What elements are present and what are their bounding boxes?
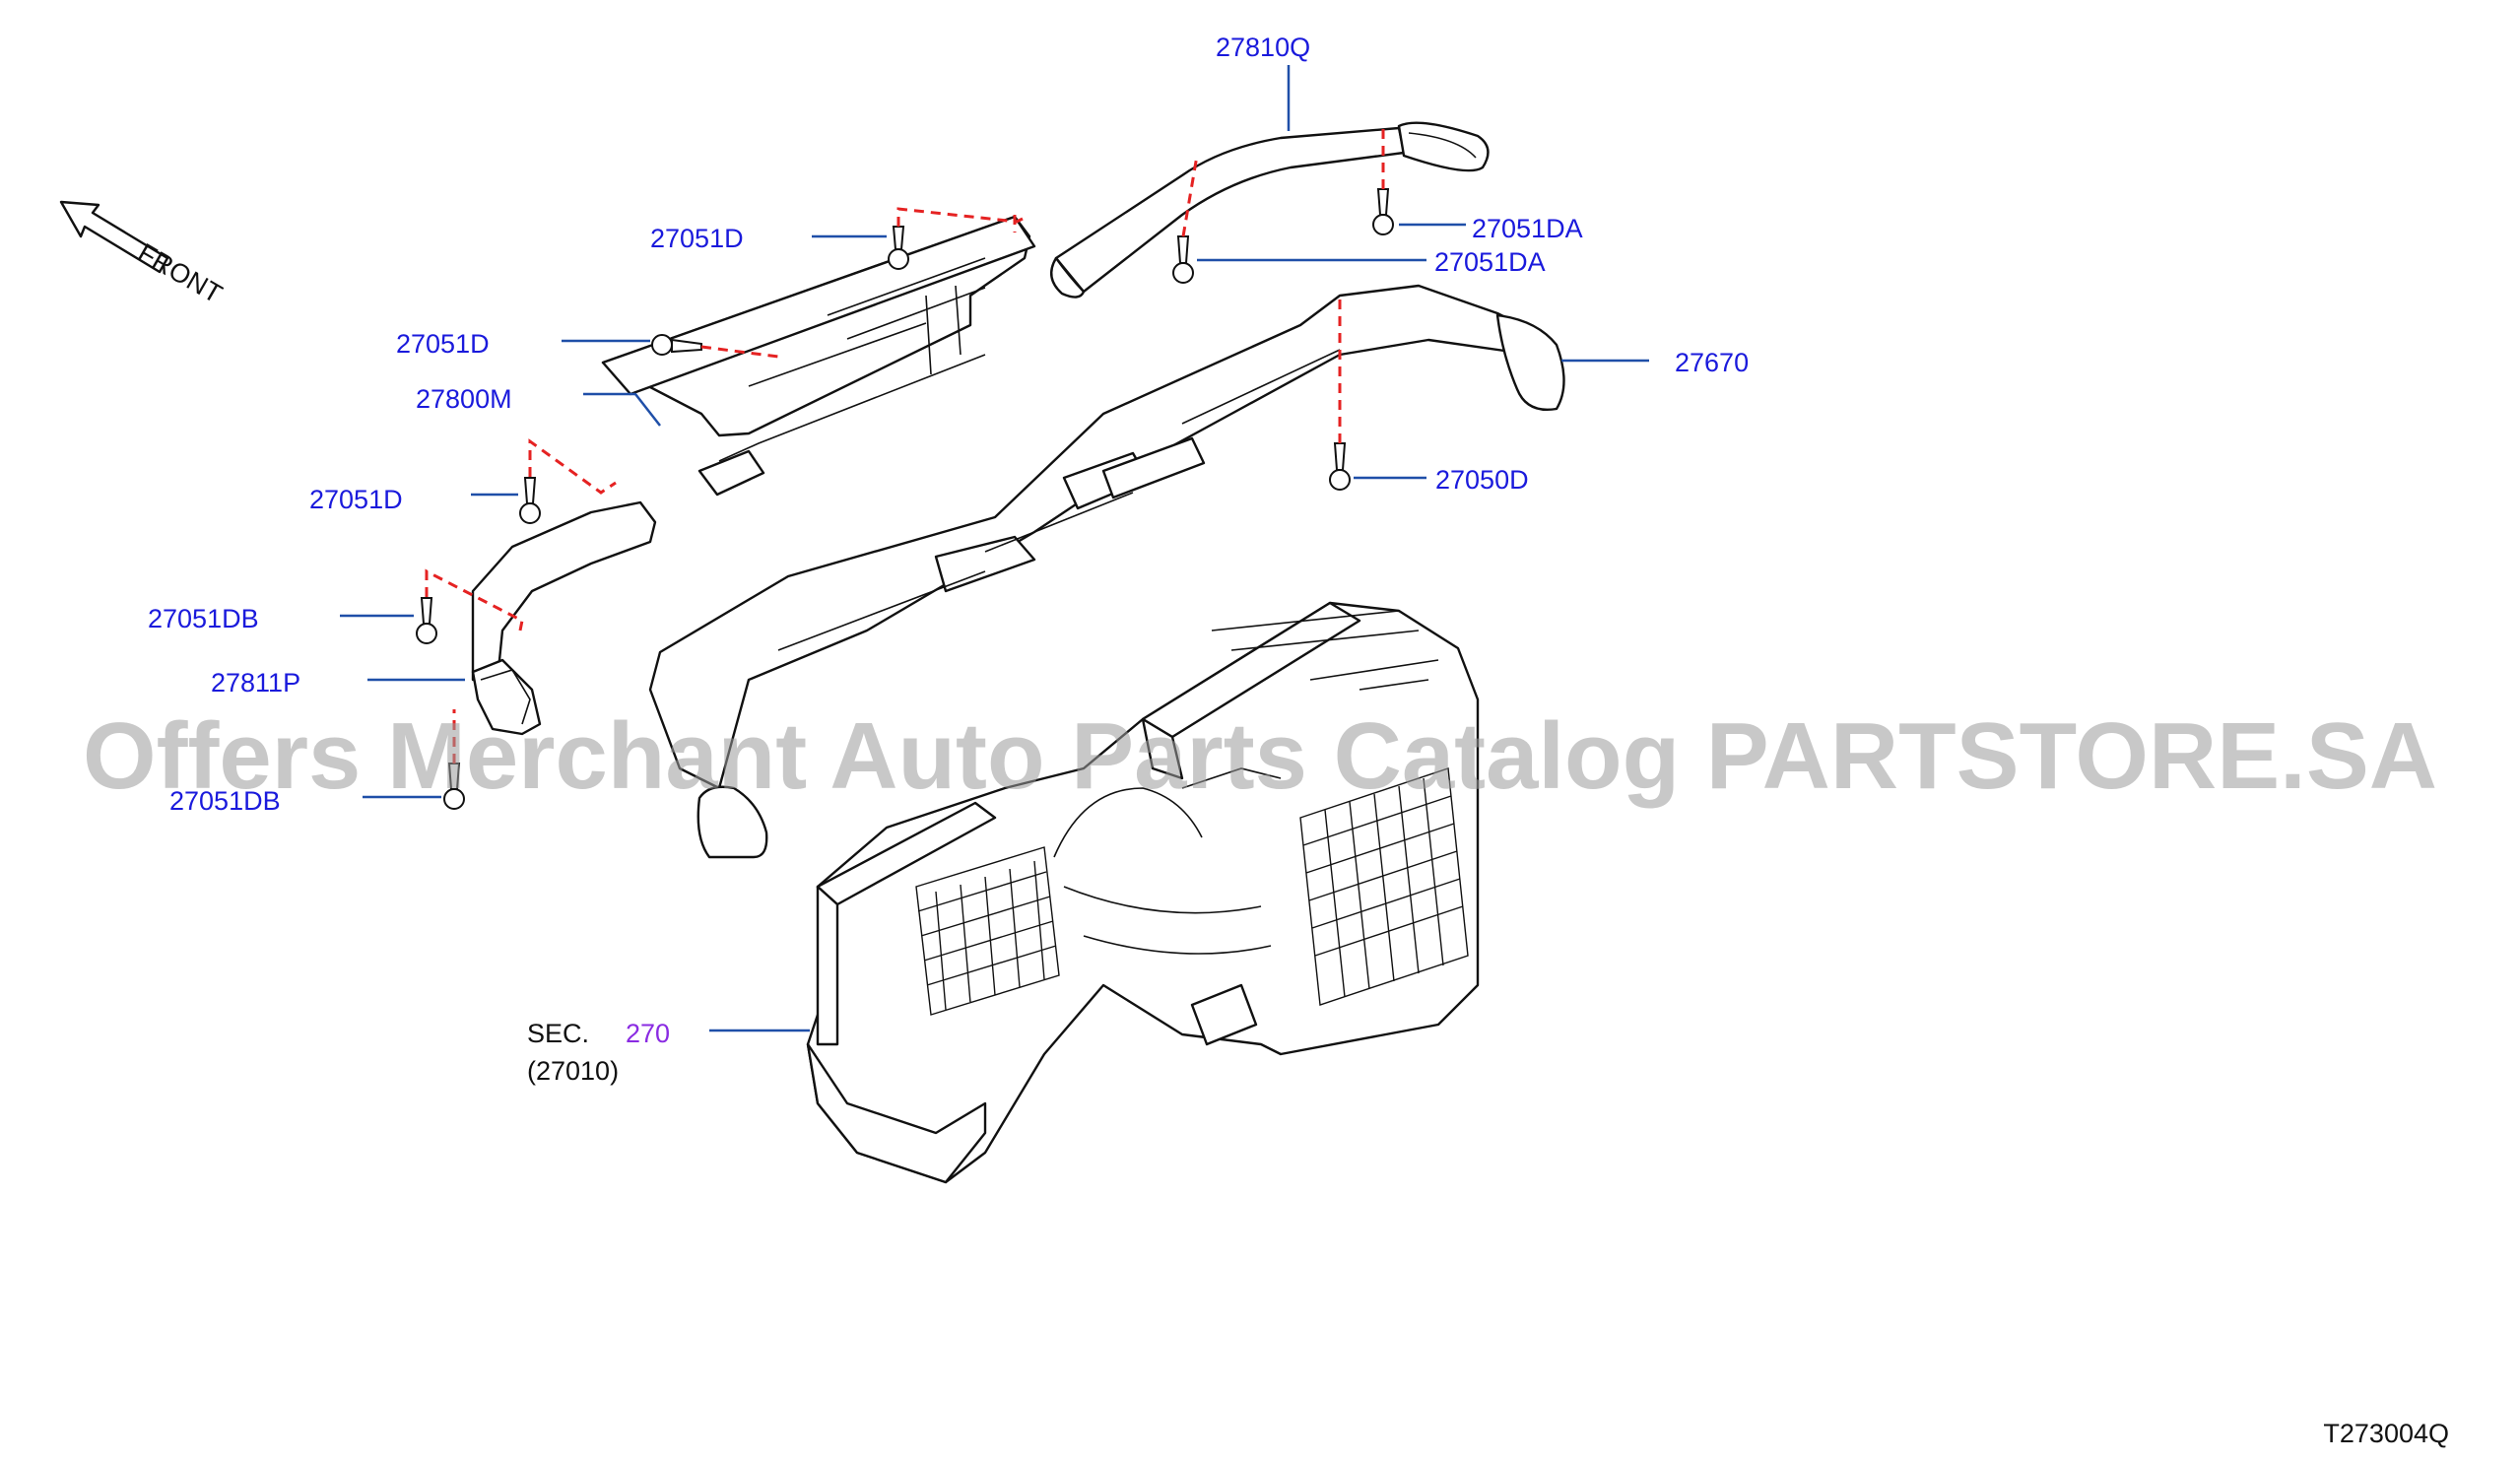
label-27051da-top[interactable]: 27051DA [1472, 214, 1583, 243]
screw-icon [651, 334, 702, 356]
diagram-code: T273004Q [2323, 1419, 2449, 1448]
screw-icon [1372, 188, 1394, 235]
label-27800m[interactable]: 27800M [416, 384, 512, 414]
label-27811p[interactable]: 27811P [211, 668, 300, 698]
label-27051db-bottom[interactable]: 27051DB [169, 786, 281, 816]
leader-lines [340, 65, 1649, 1032]
screw-icon [443, 763, 465, 810]
hvac-unit [806, 601, 1480, 1184]
screw-icon [1329, 442, 1351, 491]
section-link-270[interactable]: 270 [626, 1019, 670, 1048]
label-27051d-lower[interactable]: 27051D [309, 485, 403, 514]
front-arrow-icon [59, 200, 169, 274]
label-27051db-top[interactable]: 27051DB [148, 604, 259, 633]
screw-icon [888, 226, 909, 270]
assembly-lines [425, 126, 1385, 764]
label-27050d[interactable]: 27050D [1435, 465, 1529, 495]
duct-27811p [471, 500, 657, 736]
screw-icon [416, 597, 437, 644]
section-sub-27010: (27010) [527, 1056, 619, 1086]
label-27670[interactable]: 27670 [1675, 348, 1749, 377]
duct-27670 [648, 284, 1565, 859]
watermark: Offers Merchant Auto Parts Catalog PARTS… [83, 703, 2437, 809]
duct-27810q [1050, 121, 1490, 299]
label-27051d-top[interactable]: 27051D [650, 224, 744, 253]
duct-27800m [601, 215, 1036, 497]
label-27810q[interactable]: 27810Q [1216, 33, 1310, 62]
front-label: FRONT [133, 237, 228, 308]
screw-icon [519, 477, 541, 524]
screw-icon [1172, 235, 1194, 284]
label-27051da-lower[interactable]: 27051DA [1434, 247, 1546, 277]
label-27051d-middle[interactable]: 27051D [396, 329, 490, 359]
section-prefix: SEC. [527, 1019, 589, 1048]
